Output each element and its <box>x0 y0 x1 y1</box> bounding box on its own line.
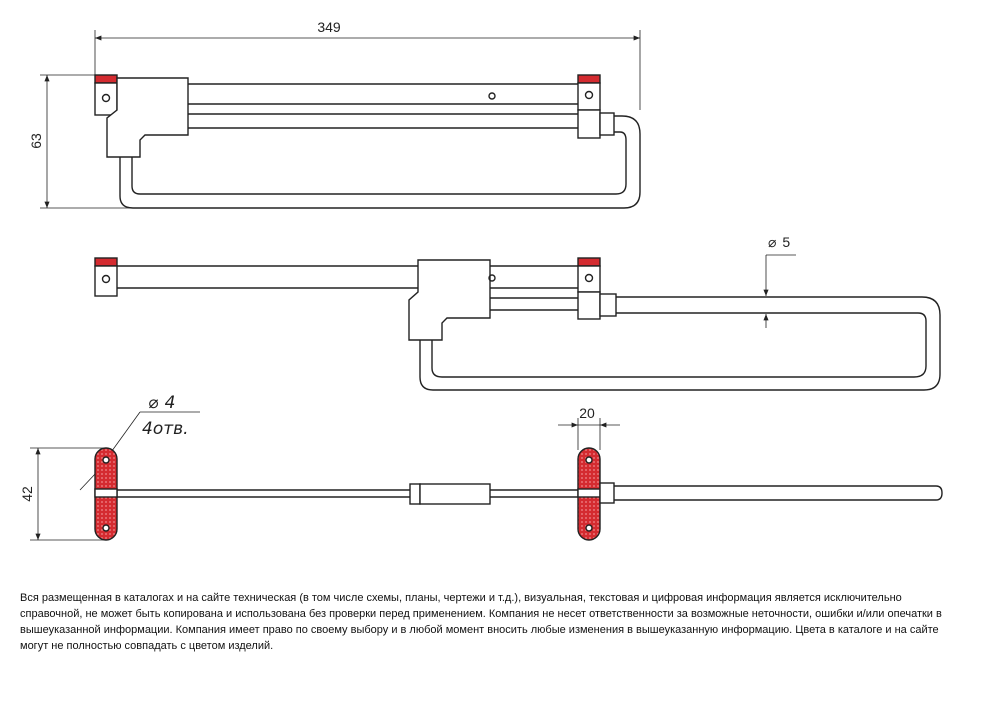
view-middle-extended <box>94 254 941 391</box>
label-hole-diameter: ⌀ 4 <box>148 393 175 413</box>
label-rod-diameter: ⌀ 5 <box>768 234 790 250</box>
rails-ext-inner <box>490 265 578 311</box>
label-hole-diameter-value: 4 <box>165 393 176 413</box>
dimension-height-view3 <box>30 447 105 541</box>
diameter-symbol: ⌀ <box>768 234 776 250</box>
label-height-view1: 63 <box>28 133 44 149</box>
label-rod-diameter-value: 5 <box>782 234 790 250</box>
view-bottom-plan <box>30 411 943 541</box>
label-overall-length: 349 <box>317 19 341 35</box>
right-bracket-ext <box>577 257 617 320</box>
left-mount-plate <box>94 447 118 541</box>
plan-slider <box>409 483 491 505</box>
right-mount-plate <box>577 447 615 541</box>
slider-block <box>106 77 189 158</box>
dimension-rod-diameter <box>763 254 796 328</box>
view-top-retracted <box>40 30 641 209</box>
right-bracket <box>577 74 615 139</box>
disclaimer-block: Вся размещенная в каталогах и на сайте т… <box>20 590 960 654</box>
rails-top <box>188 83 578 129</box>
leader-hole-diameter <box>79 411 200 491</box>
slider-block-ext <box>408 259 496 341</box>
label-bracket-width: 20 <box>579 405 595 421</box>
technical-drawing: 349 63 ⌀ 5 20 42 ⌀ 4 4отв. <box>19 19 943 541</box>
disclaimer-text: Вся размещенная в каталогах и на сайте т… <box>20 592 942 652</box>
plan-rod <box>117 485 943 501</box>
diameter-symbol-hole: ⌀ <box>148 393 159 413</box>
hanger-loop <box>119 115 641 209</box>
rails-ext-outer <box>117 265 418 289</box>
label-height-view3: 42 <box>19 486 35 502</box>
left-bracket-ext <box>94 257 118 297</box>
dimension-length <box>94 30 641 110</box>
left-bracket <box>94 74 118 116</box>
hanger-loop-ext <box>419 296 941 391</box>
dimension-height-view1 <box>40 74 130 209</box>
dimension-bracket-width <box>558 418 620 450</box>
label-hole-count: 4отв. <box>142 419 189 439</box>
